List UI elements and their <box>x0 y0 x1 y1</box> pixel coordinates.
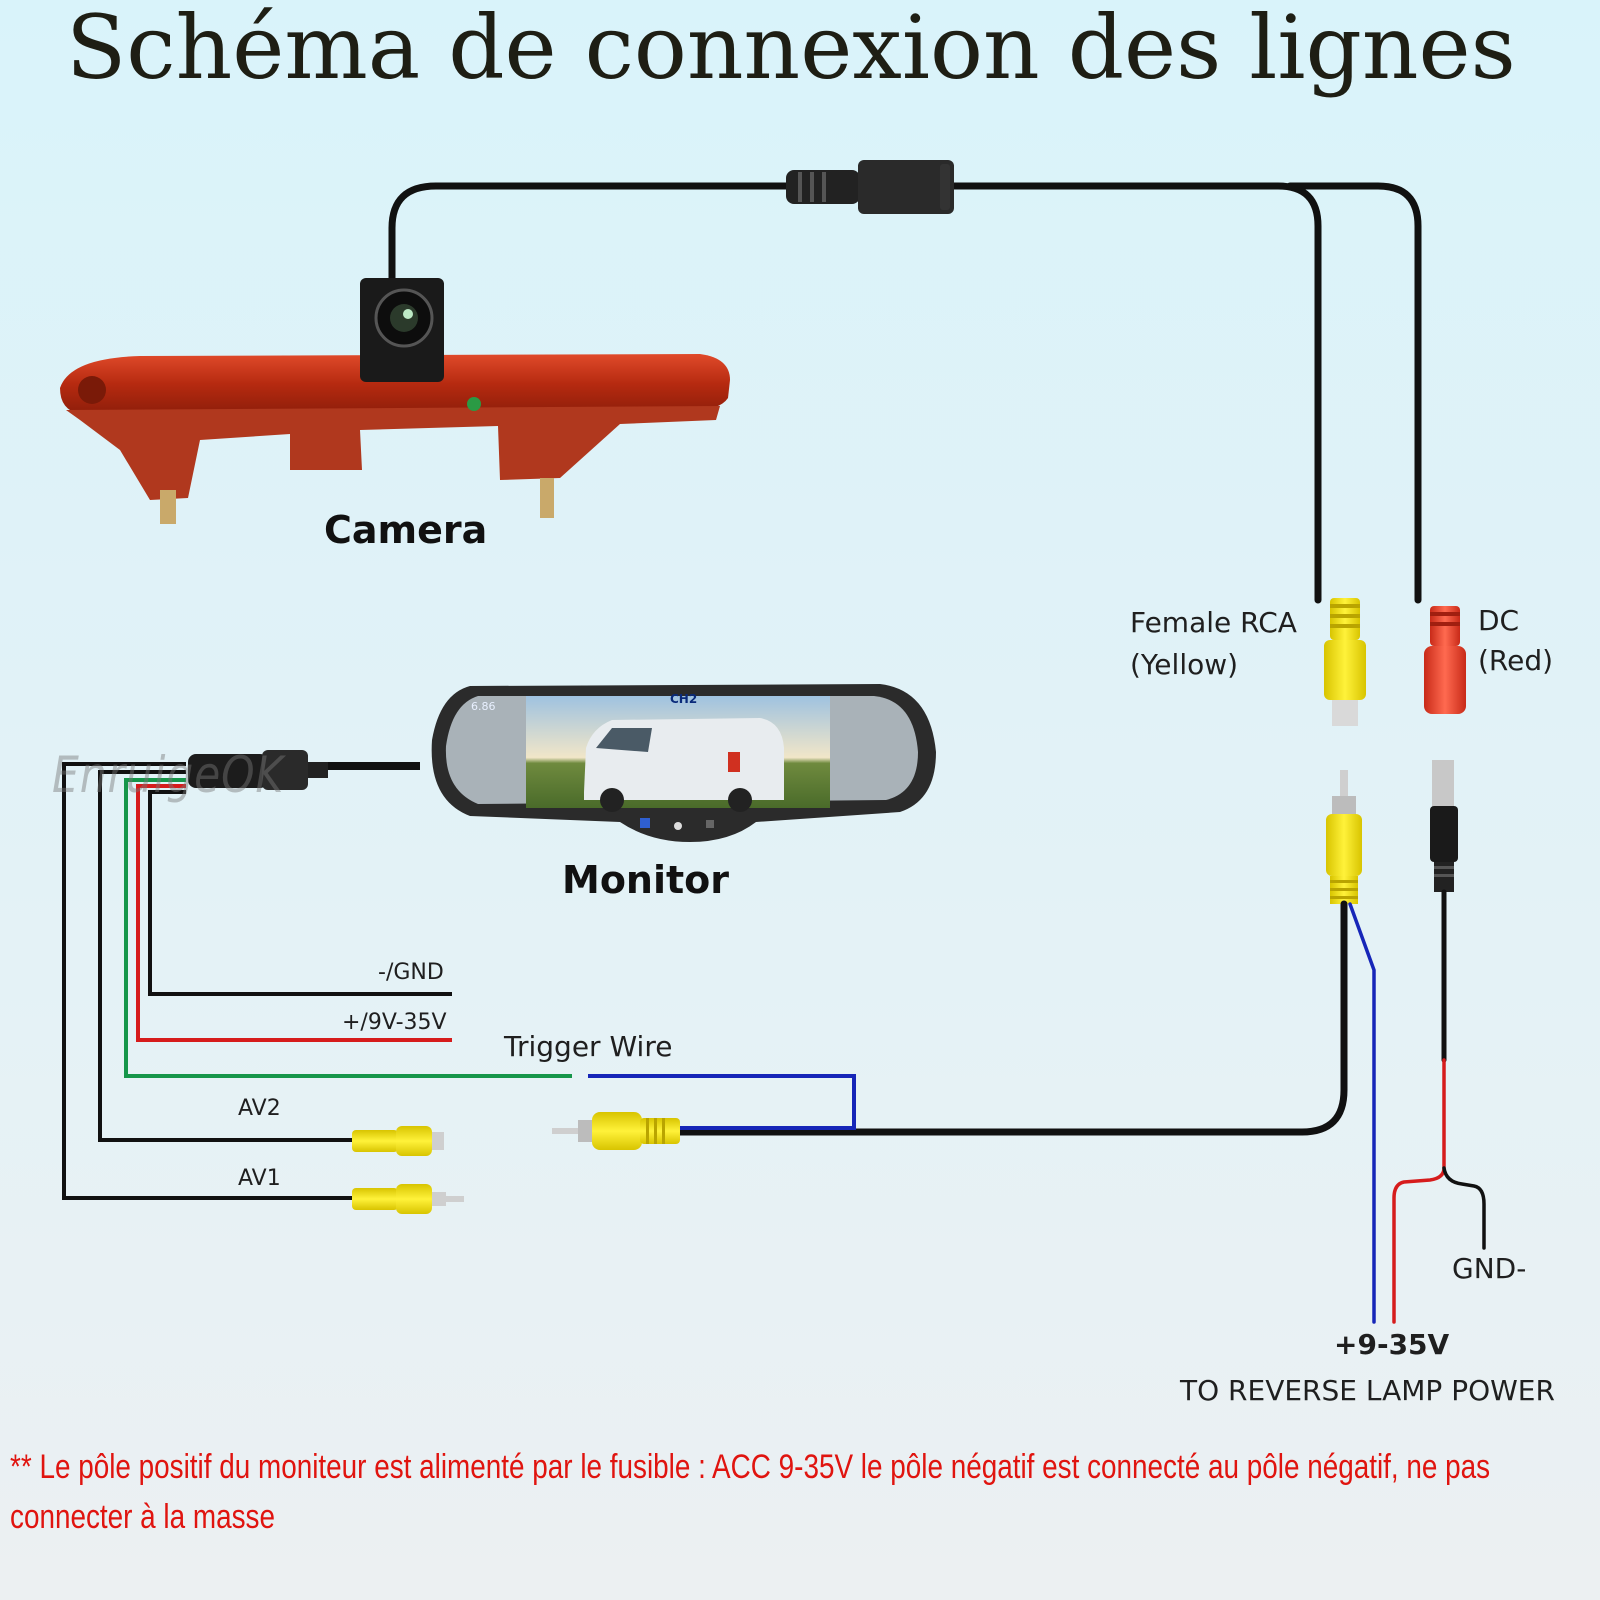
page-title: Schéma de connexion des lignes <box>66 0 1516 99</box>
trigger-wire-right <box>1348 902 1376 1324</box>
trigger-wire-label: Trigger Wire <box>504 1030 673 1063</box>
trigger-wire-green <box>124 778 572 1078</box>
ground-wire-black <box>1442 1166 1486 1250</box>
camera-cable <box>388 182 1422 604</box>
aviation-connector <box>786 160 954 214</box>
screen-size-label: 6.86 <box>471 700 496 713</box>
av2-rca-connector <box>352 1126 444 1156</box>
screen-channel-label: CH2 <box>670 692 698 706</box>
power-label: +/9V-35V <box>342 1010 447 1035</box>
av1-wire <box>62 762 354 1200</box>
av2-wire <box>98 770 354 1142</box>
av2-label: AV2 <box>238 1096 281 1121</box>
brake-lamp-camera <box>60 278 730 524</box>
mirror-monitor <box>431 684 936 842</box>
ground-wire-monitor <box>148 790 452 996</box>
dc-female-red <box>1424 606 1466 714</box>
dc-color-label: (Red) <box>1478 644 1554 677</box>
dc-male-plug <box>1430 760 1458 892</box>
gnd-minus-label: GND- <box>1452 1252 1527 1285</box>
female-rca-color-label: (Yellow) <box>1130 648 1239 681</box>
trigger-wire-blue <box>588 1074 856 1130</box>
reverse-lamp-label: TO REVERSE LAMP POWER <box>1180 1374 1555 1407</box>
male-rca-yellow <box>1326 770 1362 904</box>
power-wire-monitor-red <box>136 784 452 1042</box>
monitor-plug <box>188 750 420 790</box>
dc-label: DC <box>1478 604 1520 637</box>
warning-note: ** Le pôle positif du moniteur est alime… <box>10 1448 1491 1536</box>
monitor-label: Monitor <box>562 858 730 902</box>
av1-label: AV1 <box>238 1166 281 1191</box>
rca-video-cable <box>674 900 1348 1136</box>
camera-label: Camera <box>324 508 488 552</box>
voltage-label: +9-35V <box>1334 1328 1450 1361</box>
camera-rca-male-connector <box>552 1112 680 1150</box>
watermark: EnruigeOK <box>52 746 285 804</box>
power-wire-red <box>1392 1058 1446 1324</box>
female-rca-label: Female RCA <box>1130 606 1297 639</box>
gnd-label: -/GND <box>378 960 444 985</box>
av1-rca-connector <box>352 1184 464 1214</box>
female-rca-yellow <box>1324 598 1366 726</box>
